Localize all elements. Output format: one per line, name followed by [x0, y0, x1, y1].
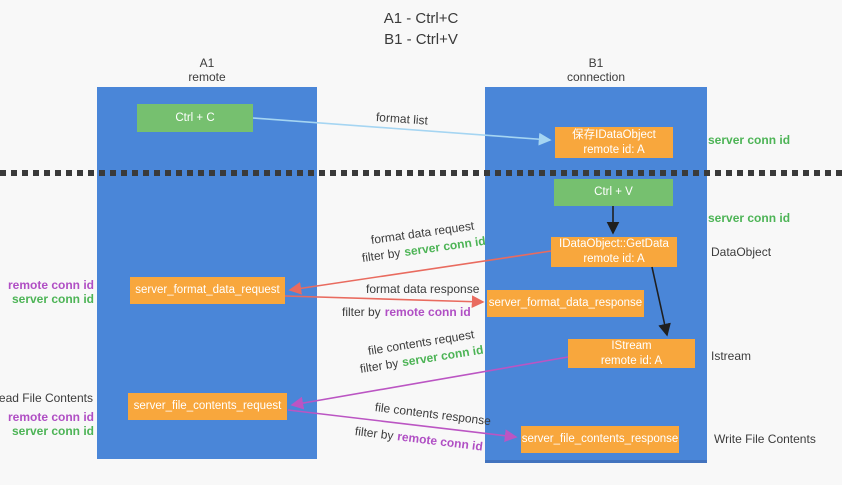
label-write-file-contents: Write File Contents: [714, 432, 816, 446]
label-conn-ids-block-1: remote conn id server conn id: [8, 278, 94, 306]
node-server-file-contents-request-label: server_file_contents_request: [133, 400, 282, 413]
label-server-conn-id-top: server conn id: [708, 133, 791, 147]
left-column-id: A1: [199, 56, 215, 70]
filter-prefix-2: filter by: [342, 305, 381, 319]
filter-key-remote-1: remote conn id: [384, 305, 471, 319]
right-column-role: connection: [566, 70, 626, 84]
label-remote-conn-id-2: remote conn id: [7, 410, 94, 424]
edge-label-format-list: format list: [375, 110, 429, 128]
label-server-conn-id-1: server conn id: [11, 292, 94, 306]
filter-prefix-4: filter by: [354, 424, 395, 443]
edge-label-file-contents-response: file contents response: [374, 400, 492, 429]
node-server-file-contents-request: server_file_contents_request: [128, 393, 287, 420]
node-server-format-data-response: server_format_data_response: [487, 290, 644, 317]
node-server-format-data-request: server_format_data_request: [130, 277, 285, 304]
phase-divider-dotted-line: [0, 170, 842, 176]
left-column-header: A1 remote: [97, 56, 317, 84]
label-remote-conn-id-1: remote conn id: [7, 278, 94, 292]
page-title: A1 - Ctrl+C B1 - Ctrl+V: [0, 8, 842, 50]
node-ctrl-v: Ctrl + V: [554, 179, 673, 206]
node-save-dataobject-line1: 保存IDataObject: [572, 128, 656, 141]
node-getdata-line2: remote id: A: [583, 253, 645, 265]
label-conn-ids-block-2: remote conn id server conn id: [8, 410, 94, 438]
label-server-conn-id-mid: server conn id: [708, 211, 791, 225]
label-istream: Istream: [711, 349, 752, 363]
right-column-id: B1: [588, 56, 604, 70]
node-server-file-contents-response: server_file_contents_response: [521, 426, 679, 453]
node-ctrl-c-label: Ctrl + C: [175, 111, 215, 124]
node-ctrl-v-label: Ctrl + V: [594, 186, 633, 199]
node-istream-line1: IStream: [611, 339, 652, 352]
node-server-file-contents-response-label: server_file_contents_response: [521, 433, 679, 446]
node-istream-line2: remote id: A: [600, 354, 663, 367]
filter-key-remote-2: remote conn id: [396, 429, 484, 454]
node-getdata: IDataObject::GetData remote id: A: [551, 237, 677, 267]
label-dataobject: DataObject: [711, 245, 772, 259]
node-server-format-data-request-label: server_format_data_request: [135, 284, 280, 297]
title-line-1: A1 - Ctrl+C: [383, 10, 459, 27]
node-save-dataobject-line2: remote id: A: [583, 143, 645, 156]
node-istream: IStream remote id: A: [568, 339, 695, 368]
node-save-dataobject: 保存IDataObject remote id: A: [555, 127, 673, 158]
node-ctrl-c: Ctrl + C: [137, 104, 253, 132]
left-column-role: remote: [188, 70, 226, 84]
label-server-conn-id-2: server conn id: [11, 424, 94, 438]
filter-prefix-3: filter by: [358, 356, 400, 376]
edge-label-format-data-response: format data response: [366, 282, 480, 296]
right-column-header: B1 connection: [485, 56, 707, 84]
label-read-file-contents: Read File Contents: [0, 391, 93, 405]
node-server-format-data-response-label: server_format_data_response: [488, 297, 643, 310]
title-line-2: B1 - Ctrl+V: [384, 31, 458, 48]
filter-prefix-1: filter by: [361, 245, 402, 265]
node-getdata-line1: IDataObject::GetData: [559, 238, 669, 251]
